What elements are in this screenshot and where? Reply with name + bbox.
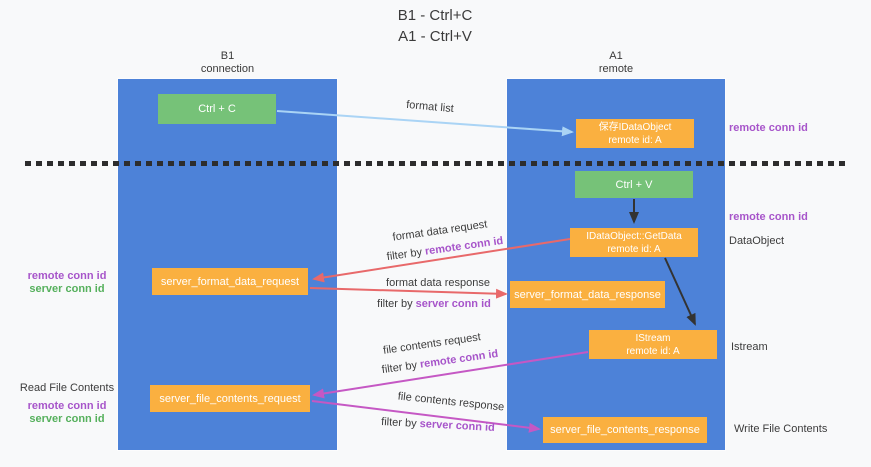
- label-format-data-response: format data response: [386, 277, 490, 289]
- dashed-divider: [25, 161, 845, 166]
- node-server-file-contents-response-label: server_file_contents_response: [550, 424, 700, 436]
- node-ctrl-v: Ctrl + V: [575, 171, 693, 198]
- label-file-contents-response: file contents response: [397, 390, 505, 414]
- node-save-idataobject: 保存IDataObject remote id: A: [576, 119, 694, 148]
- node-server-format-data-request-label: server_format_data_request: [160, 275, 300, 288]
- annotation-left-server-conn-id-bottom: server conn id: [29, 413, 105, 425]
- label-format-data-response-filter: filter by server conn id: [369, 298, 499, 310]
- node-server-format-data-response: server_format_data_response: [510, 281, 665, 308]
- node-istream-line1: IStream: [635, 332, 671, 344]
- annotation-write-file-contents: Write File Contents: [734, 423, 828, 435]
- diagram-title: B1 - Ctrl+C A1 - Ctrl+V: [285, 5, 585, 47]
- filter-highlight-remote-conn-id: remote conn id: [424, 234, 504, 258]
- filter-highlight-server-conn-id: server conn id: [415, 298, 491, 310]
- node-ctrl-c: Ctrl + C: [158, 94, 276, 124]
- filter-prefix: filter by: [381, 358, 421, 377]
- node-server-file-contents-response: server_file_contents_response: [543, 417, 707, 443]
- title-line-1: B1 - Ctrl+C: [397, 7, 473, 24]
- node-ctrl-v-label: Ctrl + V: [615, 178, 653, 191]
- node-idataobject-getdata: IDataObject::GetData remote id: A: [570, 228, 698, 257]
- node-save-idataobject-line2: remote id: A: [608, 134, 662, 146]
- annotation-left-server-conn-id-mid: server conn id: [29, 283, 105, 295]
- lane-header-b1: B1 connection: [118, 50, 337, 76]
- annotation-dataobject: DataObject: [729, 235, 785, 247]
- lane-b1-name: B1: [220, 50, 235, 62]
- filter-prefix: filter by: [377, 298, 416, 310]
- node-server-format-data-response-label: server_format_data_response: [514, 288, 661, 301]
- annotation-left-remote-conn-id-bottom: remote conn id: [27, 400, 107, 412]
- node-istream: IStream remote id: A: [589, 330, 717, 359]
- lane-header-a1: A1 remote: [507, 50, 725, 76]
- node-idataobject-getdata-line1: IDataObject::GetData: [586, 230, 682, 242]
- node-server-file-contents-request: server_file_contents_request: [150, 385, 310, 412]
- annotation-istream: Istream: [731, 341, 768, 353]
- filter-highlight-server-conn-id: server conn id: [419, 418, 496, 434]
- label-format-list: format list: [405, 98, 455, 116]
- filter-prefix: filter by: [380, 416, 420, 431]
- node-server-format-data-request: server_format_data_request: [152, 268, 308, 295]
- annotation-left-remote-conn-id-mid: remote conn id: [27, 270, 107, 282]
- annotation-remote-conn-id-mid: remote conn id: [729, 211, 808, 223]
- node-istream-line2: remote id: A: [626, 345, 680, 357]
- lane-b1-subtitle: connection: [200, 63, 255, 75]
- annotation-remote-conn-id-top: remote conn id: [729, 122, 808, 134]
- lane-a1-name: A1: [609, 50, 623, 62]
- node-idataobject-getdata-line2: remote id: A: [607, 243, 661, 255]
- label-file-contents-response-filter: filter by server conn id: [363, 415, 513, 435]
- node-server-file-contents-request-label: server_file_contents_request: [159, 392, 301, 405]
- filter-highlight-remote-conn-id: remote conn id: [419, 347, 499, 371]
- filter-prefix: filter by: [386, 245, 426, 264]
- node-save-idataobject-line1: 保存IDataObject: [598, 121, 672, 133]
- annotation-read-file-contents: Read File Contents: [19, 382, 115, 394]
- node-ctrl-c-label: Ctrl + C: [198, 103, 236, 115]
- title-line-2: A1 - Ctrl+V: [398, 28, 472, 45]
- lane-a1-subtitle: remote: [598, 63, 634, 75]
